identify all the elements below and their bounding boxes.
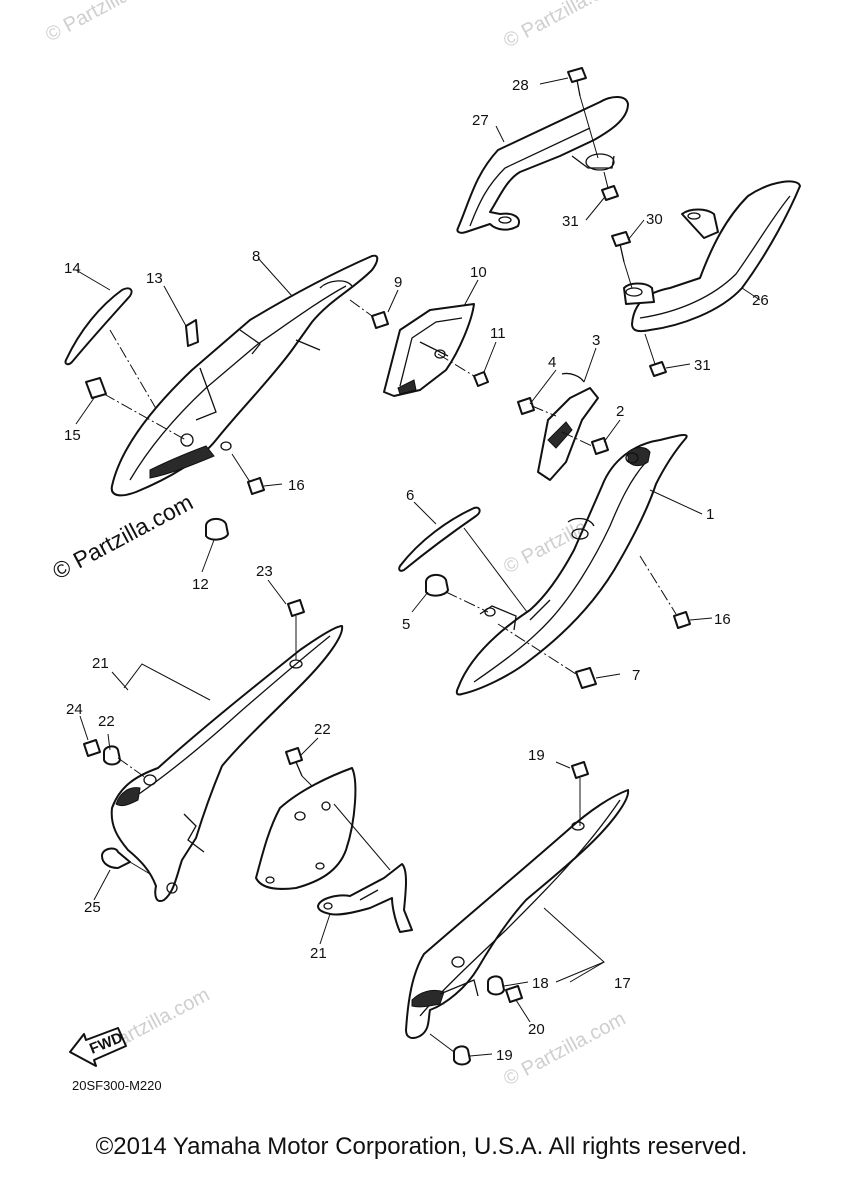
part-5-grommet	[425, 574, 489, 613]
callout-29: 27	[472, 112, 489, 129]
callout-24: 22	[98, 713, 115, 730]
callout-18: 18	[532, 975, 549, 992]
callout-13: 13	[146, 270, 163, 287]
watermark-main: © Partzilla.com	[48, 489, 197, 585]
part-4-screw	[517, 397, 557, 417]
callout-3: 3	[592, 332, 600, 349]
part-20-bolt	[505, 985, 523, 1003]
callout-10: 10	[470, 264, 487, 281]
callout-30: 28	[512, 77, 529, 94]
part-12-grommet	[205, 518, 229, 541]
callout-1: 1	[706, 506, 714, 523]
part-26-bolt	[83, 739, 101, 757]
part-16-nut-right	[639, 555, 691, 629]
part-11-screw	[437, 353, 489, 387]
callout-14: 14	[64, 260, 81, 277]
callout-23: 21	[92, 655, 109, 672]
callout-labels: 28 27 31 30 26 31 14 13 8 9 10 11 3 4 2 …	[64, 77, 769, 1093]
part-24-washer	[103, 745, 147, 779]
callout-15: 15	[64, 427, 81, 444]
watermark: © Partzilla.com	[500, 0, 629, 52]
callout-26: 24	[66, 701, 83, 718]
callout-20: 20	[528, 1021, 545, 1038]
watermark: © Partzilla.com	[500, 1008, 629, 1091]
part-30-bolt-upper	[567, 67, 599, 159]
part-9-collar	[349, 299, 389, 329]
part-7-bolt	[497, 623, 597, 689]
part-30-bolt-right	[611, 231, 633, 289]
part-25-nut	[287, 599, 305, 660]
part-31-nut-upper	[601, 171, 619, 201]
part-17-lower-panel-right	[405, 789, 630, 1039]
callout-5: 5	[402, 616, 410, 633]
part-22-bolt	[285, 747, 317, 791]
callout-19: 19	[496, 1047, 513, 1064]
callout-leads	[75, 77, 761, 1057]
callout-30: 30	[646, 211, 663, 228]
part-16-nut-left	[231, 453, 265, 495]
part-28-grab-bar-right	[623, 180, 801, 333]
callout-8: 8	[252, 248, 260, 265]
callout-25: 23	[256, 563, 273, 580]
part-1-side-cover-right	[455, 433, 688, 696]
callout-31: 31	[562, 213, 579, 230]
diagram-code: 20SF300-M220	[72, 1078, 162, 1093]
callout-17: 17	[614, 975, 631, 992]
callout-12: 12	[192, 576, 209, 593]
part-19-nut-lower	[429, 1033, 471, 1066]
part-29-grab-bar-left	[456, 96, 629, 234]
callout-6: 6	[406, 487, 414, 504]
part-21-bracket	[317, 863, 413, 933]
fwd-arrow-icon: FWD	[69, 1027, 127, 1067]
part-15-bolt	[85, 377, 187, 441]
part-27-fastener	[101, 847, 151, 875]
callout-9: 9	[394, 274, 402, 291]
callout-19: 19	[528, 747, 545, 764]
callout-4: 4	[548, 354, 556, 371]
part-8-side-cover-left	[110, 254, 379, 497]
part-23-lower-panel-left	[110, 625, 344, 902]
copyright-notice: ©2014 Yamaha Motor Corporation, U.S.A. A…	[95, 1133, 748, 1160]
part-31-nut-right	[644, 333, 667, 377]
part-14-trim-strip	[64, 287, 159, 413]
callout-21: 21	[310, 945, 327, 962]
watermark: © Partzilla.com	[42, 0, 171, 46]
callout-27: 25	[84, 899, 101, 916]
part-13-clip	[163, 285, 199, 347]
callout-16: 16	[714, 611, 731, 628]
callout-28: 26	[752, 292, 769, 309]
callout-2: 2	[616, 403, 624, 420]
part-side-plate	[255, 767, 391, 890]
callout-11: 11	[490, 325, 506, 342]
part-19-nut-upper	[571, 761, 589, 826]
part-3-bracket	[537, 372, 599, 481]
part-10-bracket	[383, 303, 475, 397]
callout-16: 16	[288, 477, 305, 494]
callout-7: 7	[632, 667, 640, 684]
callout-22: 22	[314, 721, 331, 738]
part-18-washer	[487, 975, 505, 996]
callout-31: 31	[694, 357, 711, 374]
part-6-trim-strip	[398, 506, 537, 625]
